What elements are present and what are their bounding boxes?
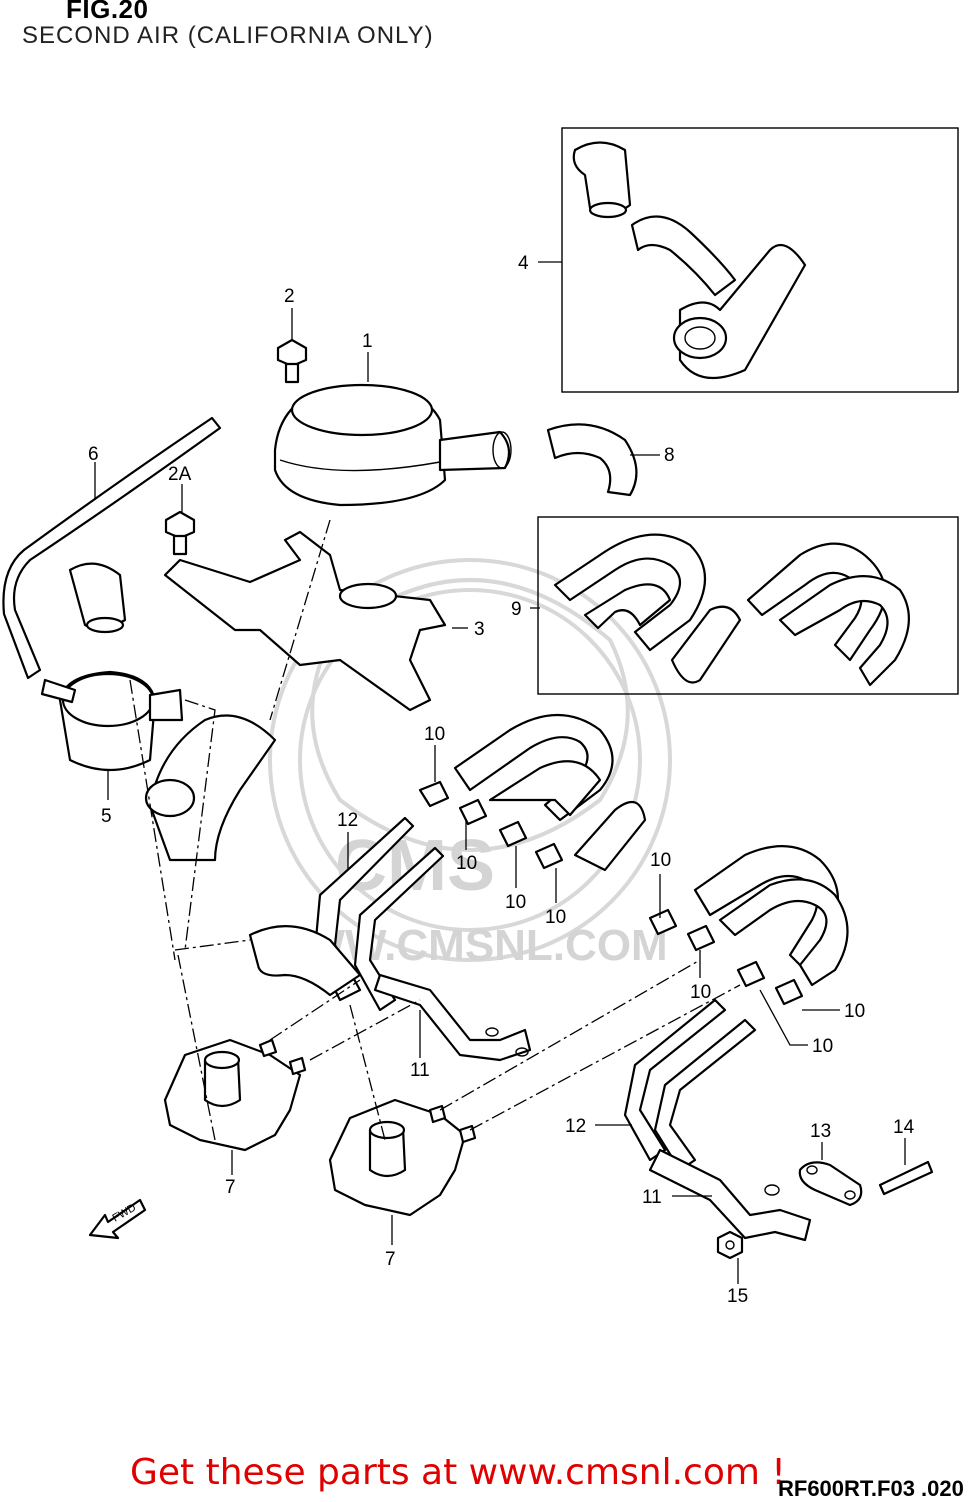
- part-4-hoses: [572, 141, 807, 380]
- callout-10-g: 10: [844, 1001, 865, 1022]
- callout-7-left: 7: [225, 1177, 236, 1198]
- callout-10-c: 10: [505, 892, 526, 913]
- part-15-nut: [716, 1230, 744, 1260]
- installed-hoses-upper: [453, 714, 849, 987]
- part-14-stud: [878, 1160, 934, 1196]
- part-1-reed-valve: [273, 383, 512, 507]
- callout-1: 1: [362, 331, 373, 352]
- leader-lines: [94, 261, 906, 1284]
- callout-2a: 2A: [168, 464, 192, 485]
- part-11-pipe-left: [373, 973, 532, 1062]
- callout-11-left: 11: [410, 1060, 430, 1081]
- callout-labels: 2 1 2A 3 4 5 6 7 7 8 9 10 10 10 10 10 10…: [88, 253, 915, 1307]
- callout-4: 4: [518, 253, 529, 274]
- part-2-bolt: [276, 338, 308, 384]
- figure-title: FIG.20: [66, 0, 149, 24]
- part-4-group-frame: [561, 127, 959, 393]
- part-7-pump-right: [328, 1098, 477, 1217]
- fwd-arrow-icon: FWD: [88, 1198, 147, 1240]
- part-9-hoses: [553, 533, 910, 687]
- callout-13: 13: [810, 1121, 831, 1142]
- callout-3: 3: [474, 619, 485, 640]
- callout-10-d: 10: [545, 907, 566, 928]
- callout-10-h: 10: [812, 1036, 833, 1057]
- part-12-pipe-right: [623, 998, 757, 1172]
- callout-8: 8: [664, 445, 675, 466]
- part-8-hose: [546, 423, 638, 497]
- part-5-valve: [40, 562, 184, 772]
- callout-14: 14: [893, 1117, 915, 1138]
- part-3-bracket: [163, 530, 447, 712]
- callout-10-a: 10: [424, 724, 445, 745]
- callout-15: 15: [727, 1286, 748, 1307]
- intake-hose-left: [144, 714, 277, 862]
- promo-link[interactable]: Get these parts at www.cmsnl.com !: [130, 1452, 786, 1493]
- callout-5: 5: [101, 806, 112, 827]
- part-11-pipe-right: [648, 1148, 812, 1242]
- drawing-code: RF600RT.F03 .020: [778, 1476, 964, 1501]
- callout-7-right: 7: [385, 1249, 396, 1270]
- callout-12-left: 12: [337, 810, 358, 831]
- callout-9: 9: [511, 599, 522, 620]
- part-13-gasket: [798, 1161, 863, 1207]
- part-2a-bolt: [164, 510, 196, 556]
- part-7-pump-left: [163, 1038, 307, 1152]
- part-9-group-frame: [537, 516, 959, 695]
- callout-10-b: 10: [456, 853, 477, 874]
- part-10-clamps: [418, 780, 804, 1006]
- callout-10-f: 10: [690, 982, 711, 1003]
- assembly-lines: [129, 519, 741, 1141]
- intake-hose-center: [248, 925, 362, 997]
- part-6-hose: [2, 416, 222, 680]
- callout-6: 6: [88, 444, 99, 465]
- callout-10-e: 10: [650, 850, 671, 871]
- callout-11-right: 11: [642, 1187, 662, 1208]
- figure-subtitle: SECOND AIR (CALIFORNIA ONLY): [22, 22, 434, 49]
- callout-12-right: 12: [565, 1116, 586, 1137]
- callout-2: 2: [284, 286, 295, 307]
